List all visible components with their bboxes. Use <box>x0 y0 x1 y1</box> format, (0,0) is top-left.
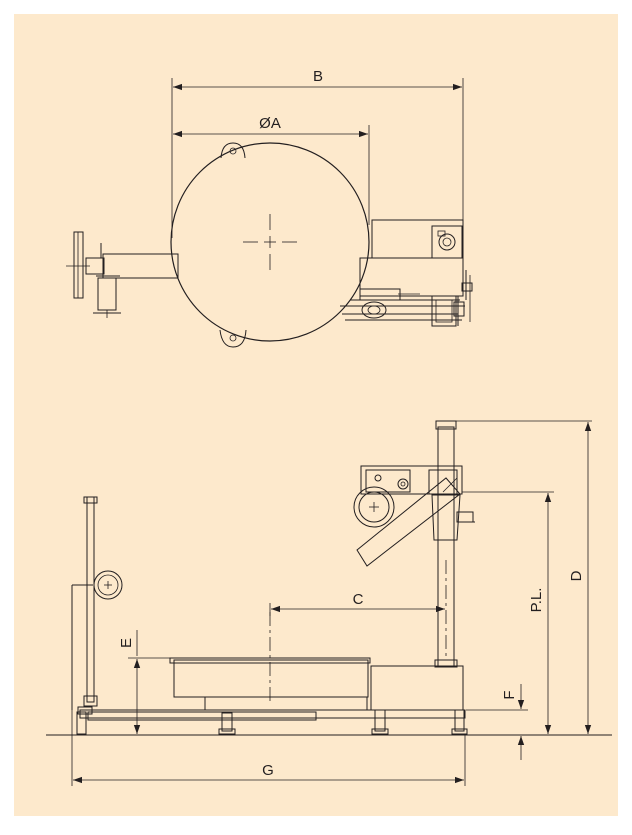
dimension-d: D <box>456 420 592 736</box>
left-arm <box>66 231 179 318</box>
film-carriage <box>353 465 463 567</box>
dimension-a-label: ØA <box>259 115 281 132</box>
dimension-e-label: E <box>118 638 135 648</box>
background-panel <box>14 14 618 816</box>
mast <box>431 420 475 668</box>
dimension-b: B <box>171 68 464 238</box>
dimension-f: F <box>466 684 528 760</box>
column-carriage-top <box>340 219 473 327</box>
turntable-disc <box>170 142 370 342</box>
dimension-pl-label: P.L. <box>528 588 545 613</box>
dimension-c: C <box>269 560 447 660</box>
column-base-box <box>370 665 464 711</box>
dimension-g: G <box>71 710 466 786</box>
dimension-d-label: D <box>568 570 585 581</box>
dimension-b-label: B <box>313 68 323 85</box>
dimension-pl: P.L. <box>462 491 554 734</box>
turntable-side <box>169 612 371 711</box>
dimension-c-label: C <box>353 591 364 608</box>
top-view: B ØA <box>66 68 473 348</box>
dimension-a: ØA <box>173 115 370 225</box>
dimension-f-label: F <box>501 690 518 699</box>
dimension-e: E <box>118 630 175 734</box>
dimension-g-label: G <box>262 762 274 779</box>
turntable-center-mark <box>243 214 297 270</box>
side-view: C E D P.L. <box>46 420 612 786</box>
film-spool-post <box>71 496 123 710</box>
turntable-bottom-ear <box>219 329 247 348</box>
